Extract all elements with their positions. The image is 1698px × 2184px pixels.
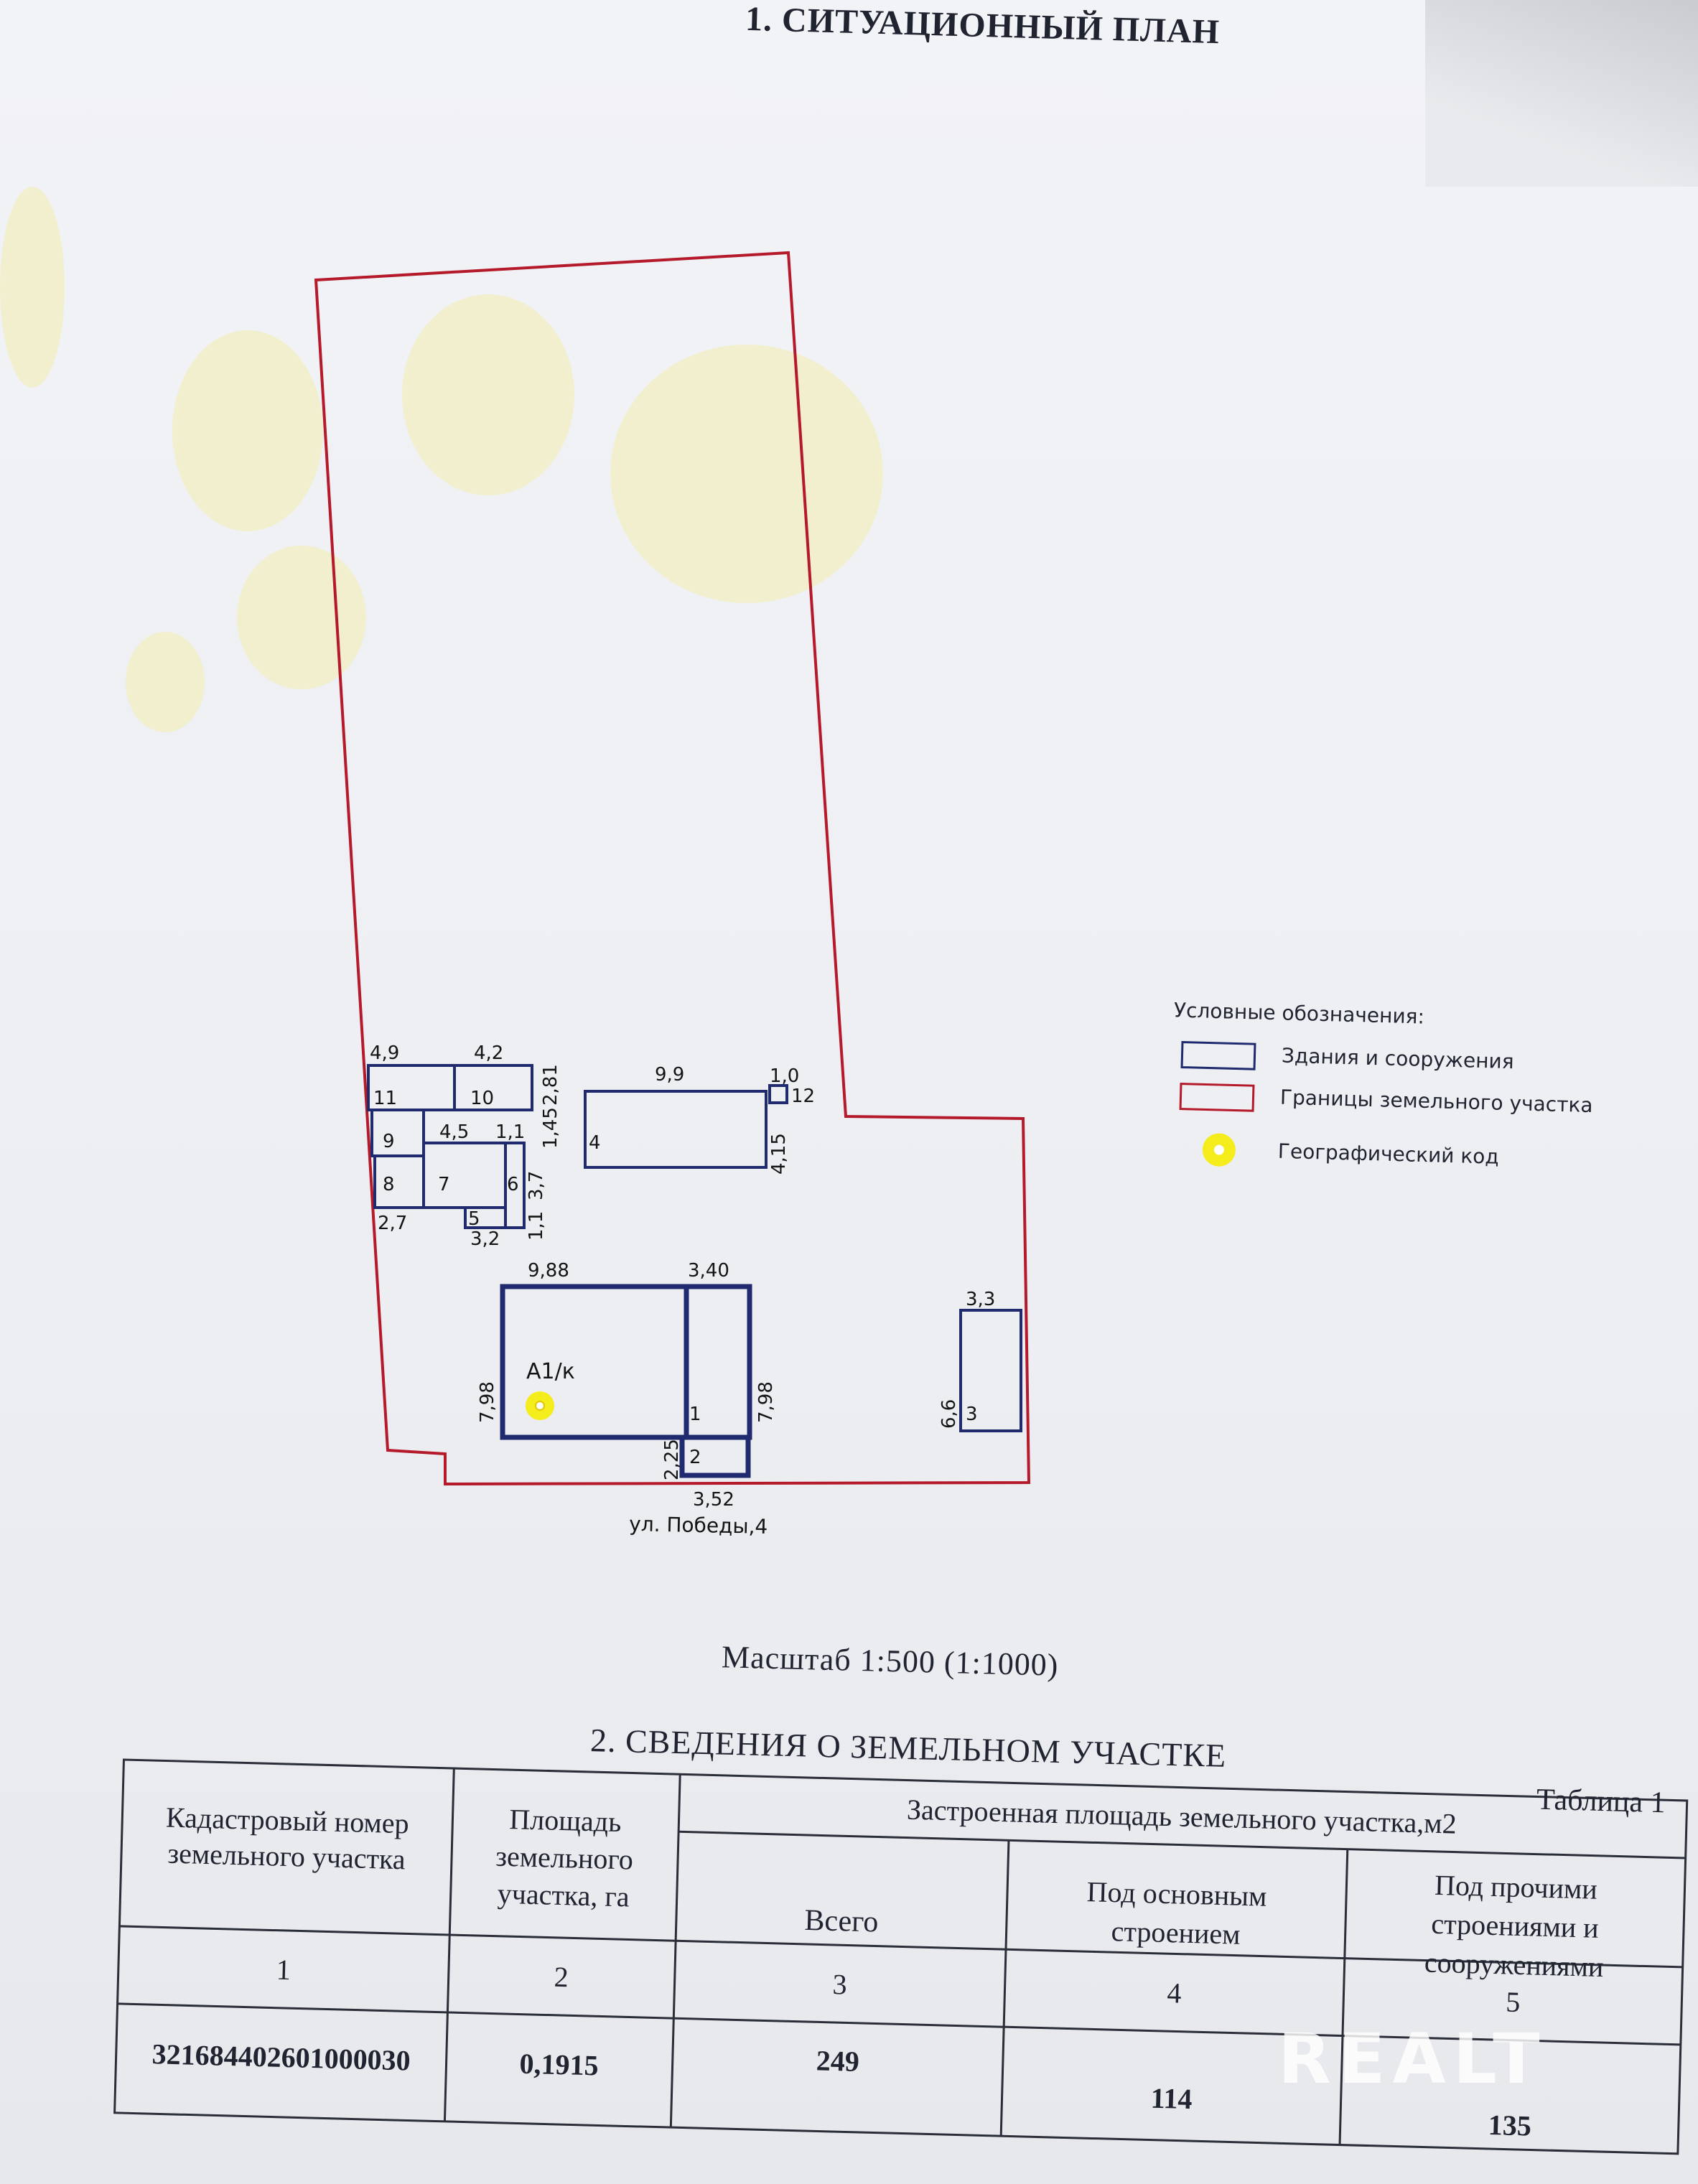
dimension-label: 1,45: [540, 1107, 561, 1149]
stain: [237, 546, 366, 689]
building-3: [959, 1309, 1022, 1432]
building-12: [768, 1084, 788, 1104]
dimension-label: 7,98: [477, 1381, 498, 1423]
column-number: 1: [276, 1954, 291, 1987]
dimension-label: 6,6: [938, 1399, 960, 1429]
building-number: 7: [438, 1174, 450, 1195]
building-number: 10: [470, 1088, 494, 1109]
stain: [172, 330, 323, 531]
header-area: Площадьземельногоучастка, га: [494, 1803, 634, 1913]
legend-swatch-buildings: [1180, 1041, 1256, 1070]
dimension-label: 7,98: [755, 1381, 777, 1423]
building-number: 2: [689, 1447, 701, 1468]
table-frame: [113, 1758, 1689, 2155]
building-4: [584, 1090, 768, 1169]
dimension-label: 1,0: [770, 1065, 799, 1087]
building-number: 3: [966, 1404, 978, 1425]
dimension-label: 4,15: [768, 1133, 790, 1175]
dimension-label: 1,1: [526, 1211, 547, 1241]
header-cadastral: Кадастровый номерземельного участка: [164, 1801, 409, 1876]
building-number: 8: [383, 1174, 395, 1195]
column-number: 3: [832, 1968, 847, 2001]
stain: [126, 632, 205, 732]
dimension-label: 4,9: [370, 1042, 399, 1064]
building-number: 9: [383, 1131, 395, 1152]
legend-item-boundary: Границы земельного участка: [1179, 1083, 1593, 1117]
dimension-label: 2,81: [540, 1064, 561, 1106]
column-number: 4: [1167, 1977, 1182, 2010]
dimension-label: 9,88: [528, 1260, 569, 1282]
building-number: 5: [468, 1208, 480, 1230]
cell-area: 0,1915: [519, 2048, 599, 2082]
building-2: [679, 1434, 751, 1478]
building-5: [464, 1206, 507, 1229]
building-number: 12: [791, 1086, 815, 1107]
dimension-label: 9,9: [655, 1064, 684, 1086]
building-number: 1: [689, 1404, 701, 1425]
legend-item-buildings: Здания и сооружения: [1180, 1041, 1514, 1073]
building-number: 6: [507, 1174, 519, 1195]
dimension-label: 3,2: [470, 1228, 500, 1250]
column-number: 2: [554, 1961, 569, 1994]
dimension-label: 1,1: [495, 1121, 525, 1143]
building-number: 4: [589, 1132, 601, 1154]
page-edge-shadow: [1425, 0, 1698, 187]
cell-total: 249: [816, 2044, 859, 2078]
geo-code-label: А1/к: [526, 1359, 575, 1384]
geo-code-marker-center: [535, 1401, 545, 1411]
building-9: [370, 1109, 425, 1157]
dimension-label: 3,52: [693, 1489, 734, 1511]
header-built-area: Застроенная площадь земельного участка,м…: [907, 1793, 1457, 1840]
dimension-label: 3,40: [688, 1260, 729, 1282]
cell-main: 114: [1150, 2082, 1193, 2115]
legend-swatch-boundary: [1179, 1083, 1255, 1112]
plot-boundary: [314, 251, 1031, 1486]
header-total: Всего: [804, 1904, 879, 1939]
stain: [610, 345, 883, 603]
realt-watermark: REALT: [1278, 2019, 1547, 2099]
dimension-label: 4,5: [439, 1121, 469, 1143]
dimension-label: 4,2: [474, 1042, 503, 1064]
column-number: 5: [1506, 1986, 1521, 2019]
dimension-label: 2,7: [378, 1213, 407, 1234]
stain: [0, 187, 65, 388]
dimension-label: 3,7: [526, 1171, 547, 1200]
table-label: Таблица 1: [1536, 1783, 1666, 1820]
header-other: Под прочимистроениями исооружениями: [1424, 1869, 1605, 1983]
stain: [402, 294, 574, 495]
header-main: Под основнымстроением: [1086, 1875, 1267, 1951]
dimension-label: 3,3: [966, 1289, 995, 1310]
building-10: [453, 1064, 533, 1111]
cell-cadastral: 321684402601000030: [151, 2038, 411, 2076]
building-6: [504, 1142, 526, 1229]
land-info-table: [113, 1758, 1689, 2155]
building-number: 11: [373, 1088, 397, 1109]
street-label: ул. Победы,4: [629, 1512, 768, 1539]
cell-other: 135: [1488, 2109, 1531, 2142]
dimension-label: 2,25: [661, 1439, 683, 1480]
building-7: [422, 1142, 507, 1209]
